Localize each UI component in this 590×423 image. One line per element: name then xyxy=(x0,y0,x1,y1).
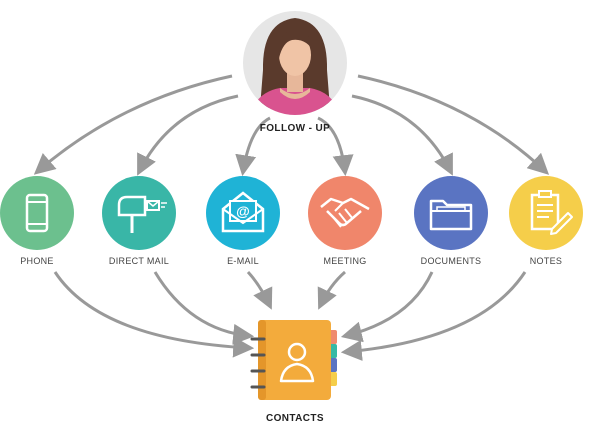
contacts-label: CONTACTS xyxy=(266,413,324,423)
flow-arrow xyxy=(340,271,434,343)
svg-text:@: @ xyxy=(236,203,250,219)
channel-circle xyxy=(308,176,382,250)
channel-meeting: MEETING xyxy=(308,176,382,266)
channel-direct-mail: DIRECT MAIL xyxy=(102,176,176,266)
channel-circle xyxy=(414,176,488,250)
contacts-arrows xyxy=(53,270,527,361)
handshake-icon xyxy=(320,197,370,228)
channel-label: PHONE xyxy=(20,256,54,266)
flow-arrow xyxy=(317,116,354,177)
channel-documents: DOCUMENTS xyxy=(414,176,488,266)
channel-phone: PHONE xyxy=(0,176,74,266)
channel-circle xyxy=(102,176,176,250)
flow-arrow xyxy=(153,271,255,345)
channel-label: MEETING xyxy=(323,256,366,266)
mailbox-icon xyxy=(117,195,167,233)
channel-circle xyxy=(509,176,583,250)
channel-label: DOCUMENTS xyxy=(421,256,482,266)
flow-arrow xyxy=(357,74,550,175)
follow-up-arrows xyxy=(33,74,550,177)
flow-arrow xyxy=(53,271,255,358)
flow-arrow xyxy=(317,270,346,310)
flow-arrow xyxy=(351,94,453,176)
email-icon: @ xyxy=(221,191,265,233)
follow-up-label: FOLLOW - UP xyxy=(260,123,331,134)
channel-notes: NOTES xyxy=(509,176,583,266)
flow-arrow xyxy=(340,271,527,361)
folder-icon xyxy=(429,199,473,231)
flow-arrow xyxy=(33,74,233,175)
contacts-book-icon xyxy=(250,320,337,400)
notes-icon xyxy=(530,190,573,235)
flow-arrow xyxy=(235,116,271,177)
channel-label: DIRECT MAIL xyxy=(109,256,169,266)
channel-e-mail: @ E-MAIL xyxy=(206,176,280,266)
channel-label: E-MAIL xyxy=(227,256,259,266)
phone-icon xyxy=(25,193,49,233)
follow-up-avatar xyxy=(243,11,347,115)
channel-label: NOTES xyxy=(530,256,563,266)
channel-circle xyxy=(0,176,74,250)
flow-arrow xyxy=(246,270,273,310)
flow-arrow xyxy=(137,94,239,176)
